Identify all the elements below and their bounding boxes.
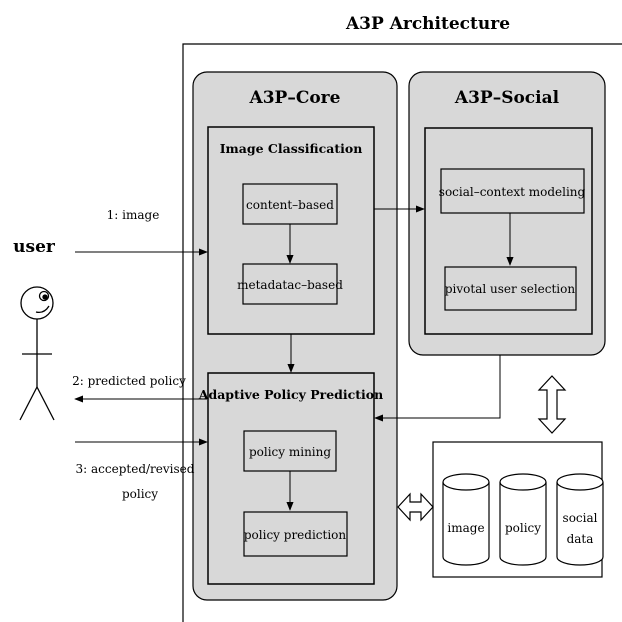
social-context-modeling-box <box>440 168 585 214</box>
image-classification-title: Image Classification <box>220 141 363 156</box>
adaptive-policy-prediction-box <box>207 372 375 585</box>
a3p-core-title: A3P–Core <box>249 88 341 108</box>
social-inner-box <box>424 127 593 335</box>
policy-database-icon <box>499 473 547 566</box>
flow-predicted-label: 2: predicted policy <box>72 374 186 388</box>
metadata-based-box <box>242 263 338 305</box>
policy-database-label: policy <box>505 521 541 535</box>
adaptive-policy-prediction-title: Adaptive Policy Prediction <box>198 387 383 402</box>
architecture-boundary <box>182 43 622 622</box>
social-context-modeling-label: social–context modeling <box>439 185 586 199</box>
diagram-title: A3P Architecture <box>345 14 510 34</box>
user-figure-icon <box>19 286 55 421</box>
user-label: user <box>13 237 56 257</box>
policy-prediction-label: policy prediction <box>244 528 347 542</box>
policy-prediction-box <box>243 511 348 557</box>
pivotal-user-selection-box <box>444 266 577 311</box>
flow-accepted-label-line2: policy <box>122 487 158 501</box>
core-database-double-arrow <box>397 492 434 522</box>
social-data-label-line2: data <box>567 532 594 546</box>
a3p-social-title: A3P–Social <box>454 88 560 108</box>
social-to-prediction-arrow <box>374 355 501 422</box>
social-data-database-icon <box>556 473 604 566</box>
flow-accepted-label-line1: 3: accepted/revised <box>76 462 195 476</box>
image-database-label: image <box>447 521 484 535</box>
content-based-label: content–based <box>246 198 334 212</box>
pivotal-user-selection-label: pivotal user selection <box>445 282 575 296</box>
metadata-based-label: metadatac–based <box>237 278 343 292</box>
social-data-label-line1: social <box>563 511 598 525</box>
policy-mining-label: policy mining <box>249 445 331 459</box>
flow-image-label: 1: image <box>107 208 160 222</box>
image-database-icon <box>442 473 490 566</box>
social-database-double-arrow <box>537 375 567 434</box>
